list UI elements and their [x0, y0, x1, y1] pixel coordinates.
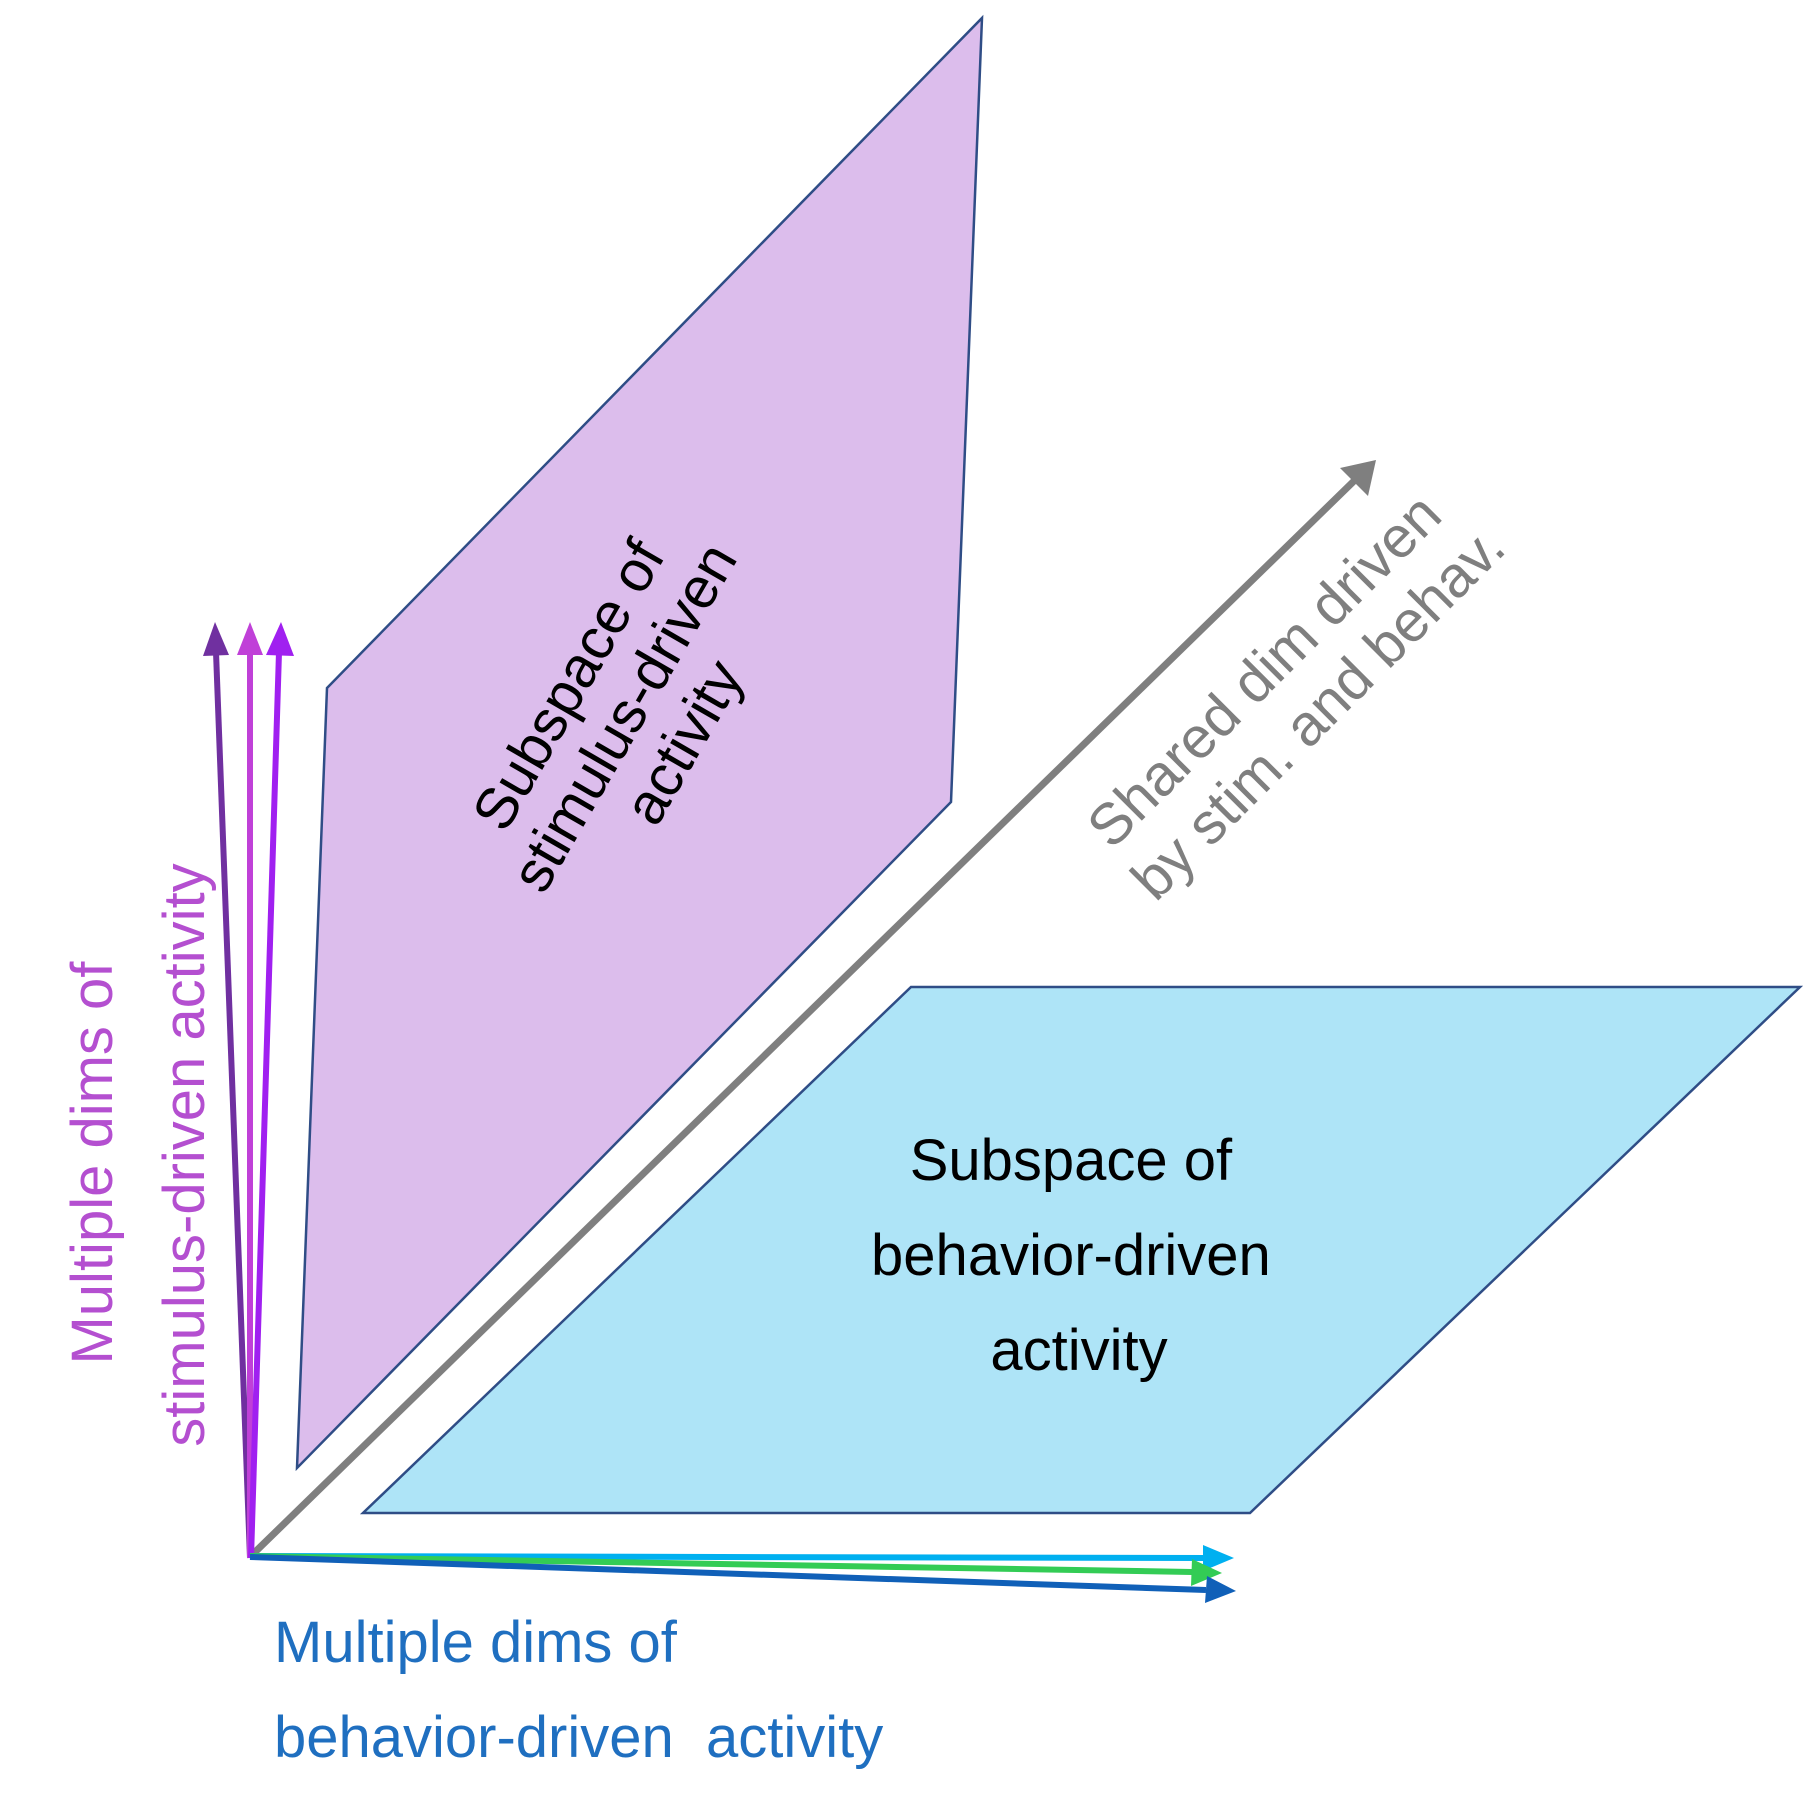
- behavior-dim-arrow-3: [249, 1554, 1207, 1593]
- stimulus-dim-arrow-1: [213, 651, 253, 1559]
- stimulus-dim-arrows: [203, 622, 294, 1559]
- stimulus-dims-label-line-2: stimulus-driven activity: [152, 863, 217, 1446]
- behavior-dims-label: Multiple dims of behavior-driven activit…: [274, 1610, 883, 1770]
- behavior-subspace-label-line-1: Subspace of: [910, 1128, 1233, 1193]
- behavior-dim-arrows: [249, 1545, 1236, 1603]
- behavior-subspace-plane: [359, 985, 1804, 1515]
- stimulus-subspace-plane: [295, 14, 984, 1472]
- behavior-dims-label-line-1: Multiple dims of: [274, 1610, 678, 1675]
- behavior-subspace-label-line-3: activity: [990, 1318, 1167, 1383]
- shared-dim-arrow: [249, 460, 1376, 1558]
- behavior-dims-label-line-2: behavior-driven activity: [274, 1705, 883, 1770]
- stimulus-dim-arrow-3: [248, 651, 282, 1559]
- behavior-subspace-label: Subspace of behavior-driven activity: [871, 1128, 1287, 1383]
- stimulus-dims-label-line-1: Multiple dims of: [60, 961, 125, 1365]
- stimulus-dims-label: Multiple dims of stimulus-driven activit…: [60, 863, 217, 1446]
- behavior-subspace-label-line-2: behavior-driven: [871, 1223, 1271, 1288]
- behavior-dim-arrow-2: [249, 1553, 1193, 1575]
